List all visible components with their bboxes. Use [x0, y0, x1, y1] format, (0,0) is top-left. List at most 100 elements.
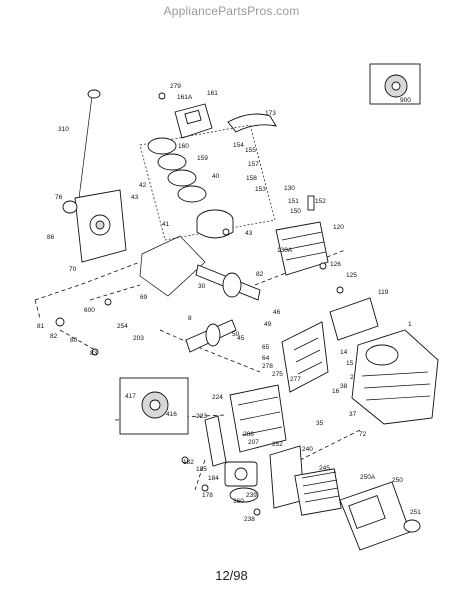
part-label: 161	[207, 90, 218, 97]
part-label: 130	[284, 185, 295, 192]
part-label: 8	[188, 315, 192, 322]
part-label: 81	[37, 323, 45, 330]
part-label: 40	[212, 173, 220, 180]
breather-tube	[227, 113, 277, 133]
part-label: 158	[246, 175, 257, 182]
part-label: 49	[264, 321, 272, 328]
part-label: 152	[315, 198, 326, 205]
part-label: 119	[378, 289, 389, 296]
part-label: 153	[255, 186, 266, 193]
muffler	[281, 321, 329, 393]
part-label: 37	[349, 411, 357, 418]
part-label: 275	[272, 371, 283, 378]
part-label: 80	[70, 337, 78, 344]
part-label: 70	[69, 266, 77, 273]
valve-cover	[174, 103, 213, 139]
part-labels: 279 161A 161 310 173 900 160 154 159 155…	[37, 83, 421, 523]
part-label: 224	[212, 394, 223, 401]
part-label: 41	[162, 221, 170, 228]
part-label: 120	[333, 224, 344, 231]
part-label: 1	[408, 321, 412, 328]
part-label: 16	[332, 388, 340, 395]
part-label: 203	[133, 335, 144, 342]
part-label: 207	[248, 439, 259, 446]
part-label: 185	[196, 466, 207, 473]
part-label: 416	[166, 411, 177, 418]
engine-block	[351, 329, 439, 425]
part-label: 223	[196, 413, 207, 420]
part-label: 277	[290, 376, 301, 383]
piston	[196, 209, 234, 239]
part-label: 600	[84, 307, 95, 314]
blower-housing	[229, 384, 287, 453]
part-label: 286	[243, 431, 254, 438]
part-label: 154	[233, 142, 244, 149]
part-label: 65	[262, 344, 270, 351]
part-label: 38	[340, 383, 348, 390]
part-label: 417	[125, 393, 136, 400]
part-label: 160	[178, 143, 189, 150]
part-label: 69	[140, 294, 148, 301]
part-label: 161A	[177, 94, 193, 101]
part-label: 43	[245, 230, 253, 237]
air-filter	[294, 468, 342, 516]
assembly-guide-lines	[34, 249, 361, 491]
exhaust-gasket	[329, 297, 379, 341]
part-label: 251	[410, 509, 421, 516]
camshaft	[185, 319, 237, 353]
part-label: 43	[131, 194, 139, 201]
watermark: AppliancePartsPros.com	[163, 4, 300, 18]
part-label: 86	[47, 234, 55, 241]
gasket	[139, 235, 206, 297]
part-label: 72	[359, 431, 367, 438]
page-number: 12/98	[215, 568, 248, 583]
part-label: 250A	[360, 474, 376, 481]
part-label: 238	[244, 516, 255, 523]
part-label: 46	[273, 309, 281, 316]
part-label: 151	[288, 198, 299, 205]
part-label: 900	[400, 97, 411, 104]
part-label: 254	[117, 323, 128, 330]
part-label: 130A	[277, 247, 293, 254]
part-label: 250	[392, 477, 403, 484]
part-label: 2	[350, 374, 354, 381]
part-label: 76	[55, 194, 63, 201]
part-label: 184	[208, 475, 219, 482]
part-label: 64	[262, 355, 270, 362]
crankshaft	[195, 264, 261, 301]
part-label: 360	[233, 498, 244, 505]
part-label: 279	[170, 83, 181, 90]
part-label: 42	[139, 182, 147, 189]
part-label: 240	[302, 446, 313, 453]
part-label: 178	[202, 492, 213, 499]
cylinder-head	[275, 195, 329, 276]
part-label: 310	[58, 126, 69, 133]
part-label: 125	[346, 272, 357, 279]
part-label: 182	[183, 459, 194, 466]
part-label: 157	[248, 161, 259, 168]
small-hardware	[55, 92, 344, 516]
part-label: 150	[290, 208, 301, 215]
part-label: 82	[256, 271, 264, 278]
part-label: 173	[265, 110, 276, 117]
starter-inset	[119, 377, 189, 435]
engine-inset	[369, 63, 421, 105]
part-label: 15	[346, 360, 354, 367]
carburetor	[224, 461, 259, 503]
dipstick-tube	[77, 89, 101, 207]
part-label: 83	[90, 350, 98, 357]
part-label: 278	[262, 363, 273, 370]
intake-manifold	[204, 415, 227, 467]
part-label: 30	[198, 283, 206, 290]
part-label: 239	[246, 492, 257, 499]
part-label: 35	[316, 420, 324, 427]
part-label: 45	[237, 335, 245, 342]
part-label: 82	[50, 333, 58, 340]
part-label: 155	[245, 147, 256, 154]
part-label: 50	[232, 331, 240, 338]
crankcase-cover	[62, 189, 127, 263]
part-label: 14	[340, 349, 348, 356]
part-label: 159	[197, 155, 208, 162]
part-label: 245	[319, 465, 330, 472]
